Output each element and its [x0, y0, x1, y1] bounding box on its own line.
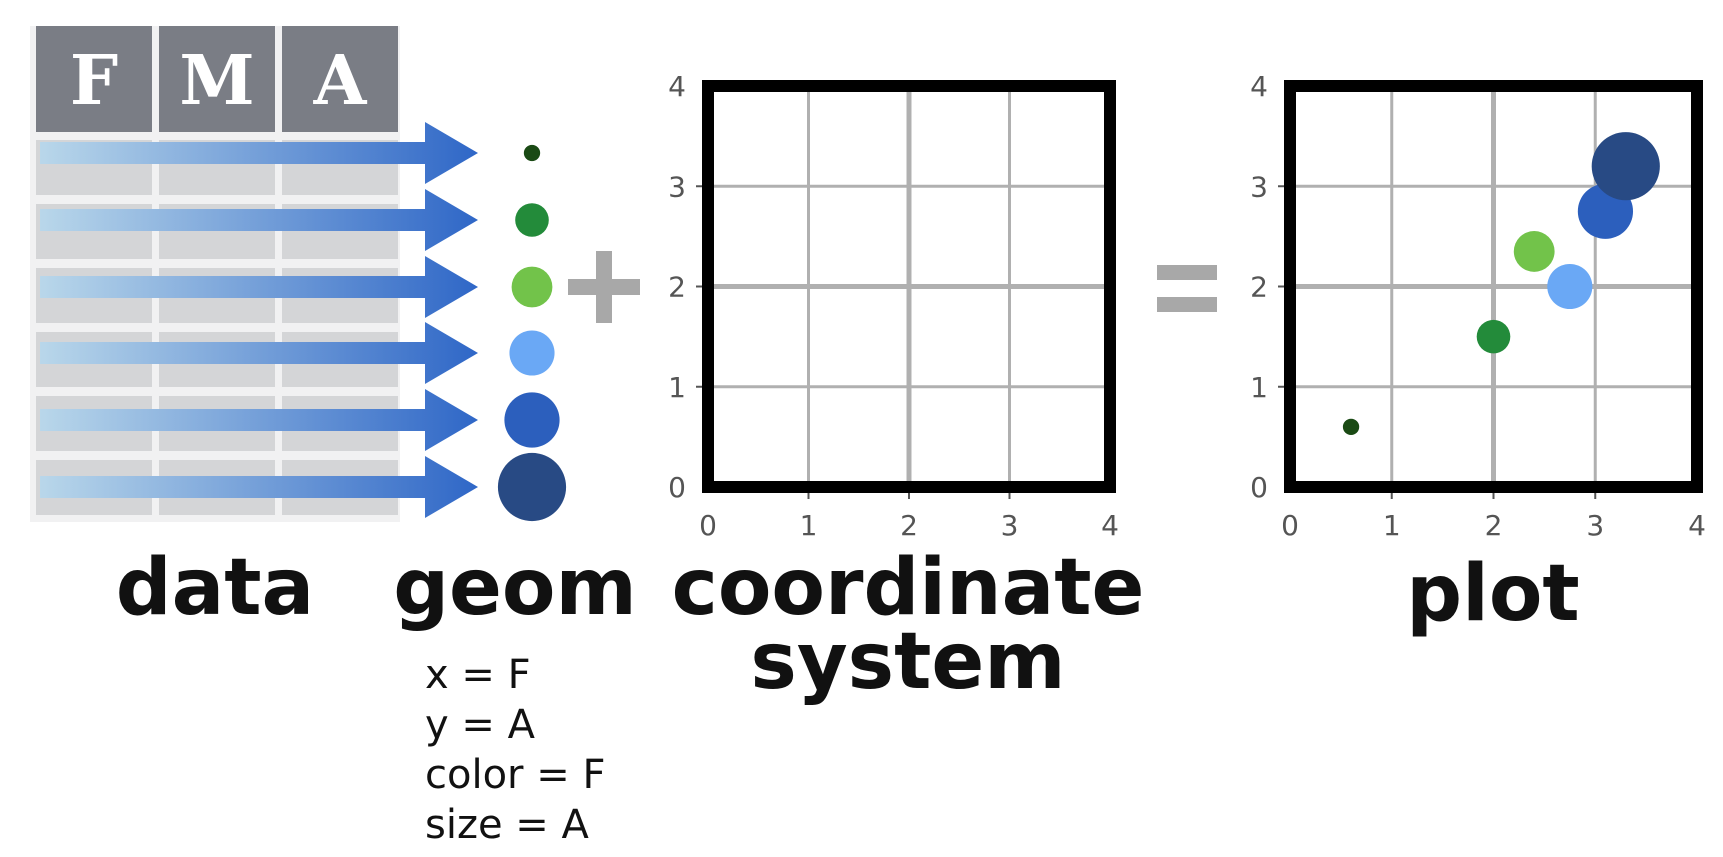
row-arrow: [40, 256, 478, 318]
row-arrow: [40, 456, 478, 518]
x-tick-label: 1: [1383, 509, 1401, 542]
y-tick-label: 4: [1250, 70, 1268, 103]
table-header-label: A: [313, 41, 368, 121]
panel-frame: [1284, 80, 1703, 493]
y-tick-label: 0: [668, 471, 686, 504]
y-tick-label: 1: [1250, 371, 1268, 404]
data-point: [1342, 418, 1360, 436]
mapping-size: size = A: [425, 802, 590, 848]
system-label: system: [750, 617, 1065, 707]
geom-point: [504, 392, 560, 448]
y-tick-label: 4: [668, 70, 686, 103]
y-tick-label: 3: [1250, 170, 1268, 203]
mapping-color: color = F: [425, 752, 605, 798]
row-arrows: [40, 122, 478, 518]
data-point: [1591, 132, 1660, 201]
row-arrow: [40, 389, 478, 451]
table-header-label: M: [179, 41, 254, 121]
data-point: [1513, 231, 1555, 272]
x-tick-label: 4: [1688, 509, 1706, 542]
y-tick-label: 0: [1250, 471, 1268, 504]
aesthetic-mappings: x = F y = A color = F size = A: [425, 652, 605, 848]
geom-points: [497, 144, 567, 522]
geom-point: [515, 203, 549, 237]
geom-point: [523, 144, 541, 162]
plus-operator: [568, 251, 640, 323]
x-tick-label: 4: [1101, 509, 1119, 542]
data-point: [1476, 319, 1511, 354]
equals-operator-label: =: [1187, 289, 1188, 291]
x-tick-label: 0: [699, 509, 717, 542]
coordinate-label: coordinate: [672, 543, 1145, 633]
row-arrow: [40, 122, 478, 184]
geom-point: [511, 266, 553, 308]
row-arrow: [40, 189, 478, 251]
table-header-label: F: [70, 41, 118, 121]
row-arrow: [40, 322, 478, 384]
x-tick-label: 2: [1485, 509, 1503, 542]
panel-frame: [702, 80, 1116, 493]
geom-point: [497, 452, 567, 522]
x-tick-label: 1: [800, 509, 818, 542]
equals-operator: [1157, 265, 1217, 312]
y-tick-label: 2: [668, 271, 686, 304]
mapping-y: y = A: [425, 702, 536, 748]
geom-label: geom: [393, 543, 637, 633]
table-header-cell: [36, 26, 152, 132]
mapping-x: x = F: [425, 652, 531, 698]
x-tick-label: 3: [1001, 509, 1019, 542]
data-label: data: [116, 543, 314, 633]
y-tick-label: 3: [668, 170, 686, 203]
result-plot-panel: 0 1 2 3 4 0 1 2 3 4: [1250, 70, 1706, 542]
y-tick-label: 2: [1250, 271, 1268, 304]
geom-point: [509, 330, 555, 376]
y-tick-label: 1: [668, 371, 686, 404]
table-header-cell: [159, 26, 275, 132]
table-header-cell: [282, 26, 398, 132]
x-tick-label: 3: [1586, 509, 1604, 542]
x-tick-label: 0: [1281, 509, 1299, 542]
plot-label: plot: [1406, 549, 1579, 639]
data-point: [1547, 263, 1593, 310]
x-tick-label: 2: [900, 509, 918, 542]
coordinate-system-panel: 0 1 2 3 4 0 1 2 3 4: [668, 70, 1119, 542]
